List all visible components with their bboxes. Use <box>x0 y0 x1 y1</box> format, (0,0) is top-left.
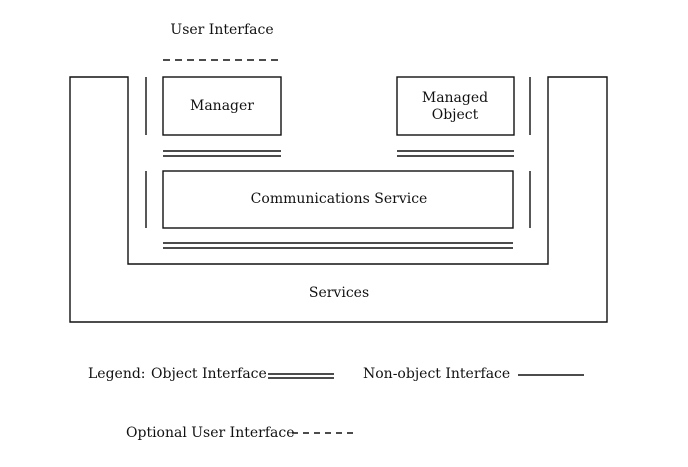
legend-optional-user-interface-label: Optional User Interface <box>126 425 294 441</box>
user-interface-label: User Interface <box>170 22 273 38</box>
services-label: Services <box>309 285 369 301</box>
manager-object-interface <box>163 150 281 157</box>
managed-object-label-line1: Managed <box>422 90 488 106</box>
manager-label: Manager <box>190 98 254 114</box>
legend: Legend: Object Interface Non-object Inte… <box>88 366 584 441</box>
communications-service-label: Communications Service <box>251 191 428 207</box>
services-frame <box>69 76 608 323</box>
communications-service-box <box>162 170 514 229</box>
legend-non-object-interface-label: Non-object Interface <box>363 366 510 382</box>
managed-object-box <box>396 76 515 136</box>
communications-object-interface <box>163 242 513 249</box>
legend-object-interface-label: Object Interface <box>151 366 267 382</box>
legend-object-interface-swatch <box>268 373 334 379</box>
legend-title: Legend: <box>88 366 146 382</box>
managed-object-object-interface <box>397 150 514 157</box>
managed-object-label-line2: Object <box>432 107 479 123</box>
manager-box <box>162 76 282 136</box>
